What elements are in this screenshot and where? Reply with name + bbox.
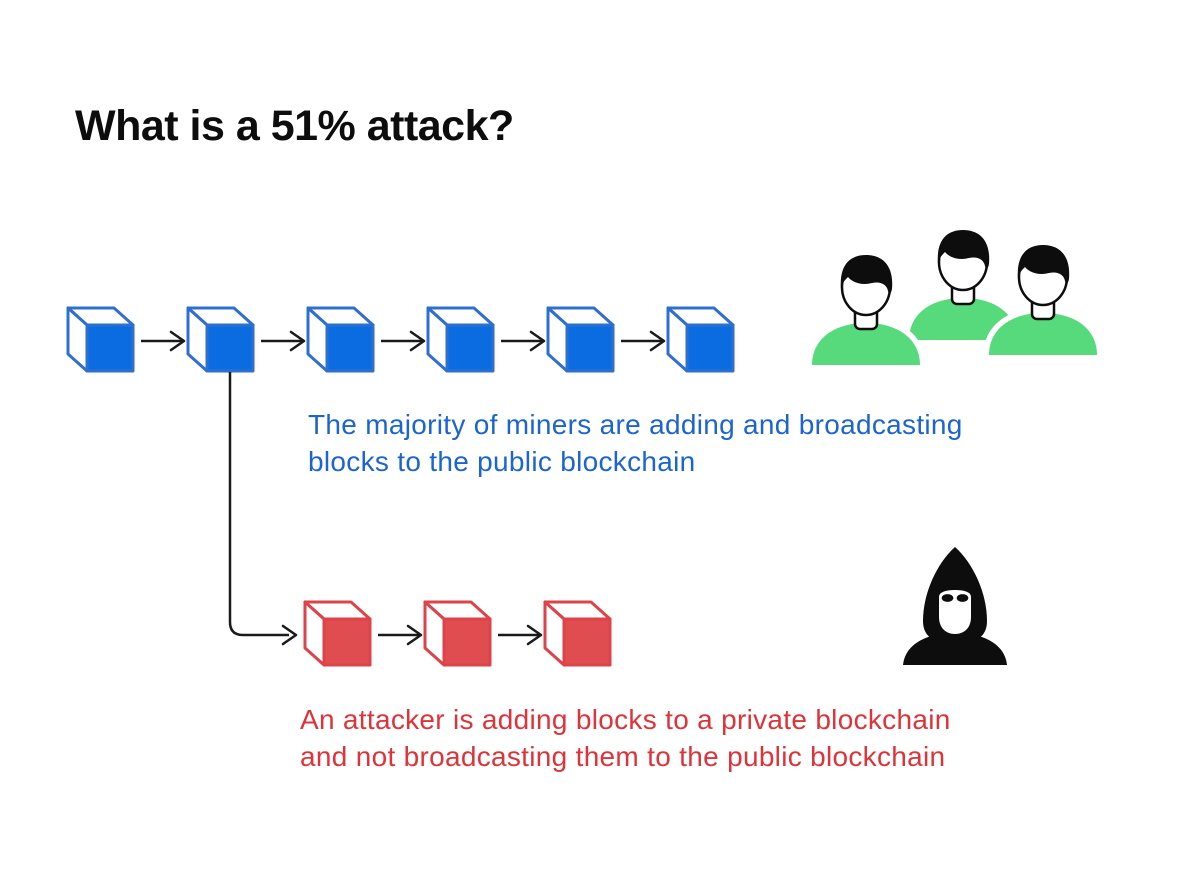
- miner-hair: [937, 230, 990, 269]
- block-cube: [303, 600, 372, 667]
- miners-icon: [806, 230, 1103, 371]
- block-cube: [543, 600, 612, 667]
- block-cube: [66, 306, 135, 373]
- block-cube: [306, 306, 375, 373]
- miner-icon: [909, 230, 1017, 340]
- chain-arrow: [378, 624, 423, 646]
- public-chain-caption: The majority of miners are adding and br…: [308, 406, 963, 480]
- chain-arrow: [381, 330, 426, 352]
- chain-arrow: [501, 330, 546, 352]
- attacker-shoulders: [903, 633, 1007, 665]
- fork-connector-arrow: [228, 372, 298, 646]
- attacker-icon: [903, 547, 1007, 665]
- public-blockchain-row: [66, 306, 735, 373]
- private-blockchain-row: [303, 600, 612, 667]
- private-chain-caption: An attacker is adding blocks to a privat…: [300, 701, 951, 775]
- attacker-eye-left: [941, 594, 954, 602]
- miner-icon: [983, 242, 1103, 361]
- block-cube: [186, 306, 255, 373]
- caption-line: and not broadcasting them to the public …: [300, 741, 946, 772]
- chain-arrow: [141, 330, 186, 352]
- chain-arrow: [498, 624, 543, 646]
- chain-arrow: [261, 330, 306, 352]
- miner-icon: [806, 252, 926, 371]
- block-cube: [426, 306, 495, 373]
- miner-hair: [1017, 245, 1070, 284]
- block-cube: [423, 600, 492, 667]
- block-cube: [546, 306, 615, 373]
- block-cube: [666, 306, 735, 373]
- page-title: What is a 51% attack?: [75, 102, 514, 150]
- caption-line: The majority of miners are adding and br…: [308, 409, 963, 440]
- miner-hair: [840, 255, 893, 294]
- caption-line: blocks to the public blockchain: [308, 446, 696, 477]
- chain-arrow: [621, 330, 666, 352]
- attacker-eye-right: [956, 594, 969, 602]
- caption-line: An attacker is adding blocks to a privat…: [300, 704, 951, 735]
